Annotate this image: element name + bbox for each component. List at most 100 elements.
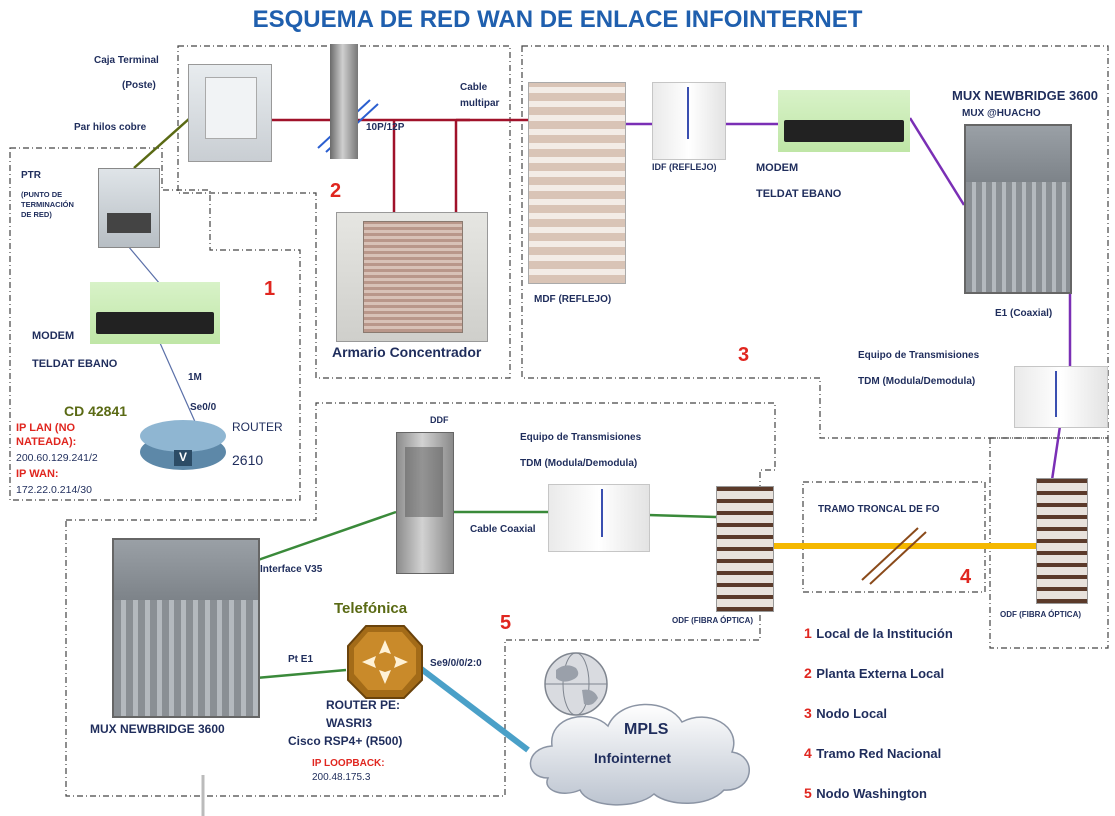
cloud-icon xyxy=(518,686,762,810)
cabinet-icon xyxy=(336,212,488,342)
legend-item: 4 Tramo Red Nacional xyxy=(804,744,941,763)
eq-trans-right-2: TDM (Modula/Demodula) xyxy=(858,376,976,387)
mux-top-icon xyxy=(964,124,1072,294)
zone-5-outline xyxy=(65,402,776,797)
ddf-label: DDF xyxy=(430,415,449,425)
pe-mpls-link xyxy=(418,665,530,753)
ptr-title: PTR xyxy=(21,170,41,181)
legend-number: 3 xyxy=(804,705,812,721)
mdf-rack-icon xyxy=(528,82,626,284)
ip-wan-label: IP WAN: xyxy=(16,468,59,480)
modem-left-label-2: TELDAT EBANO xyxy=(32,358,118,370)
zone-number-4: 4 xyxy=(960,566,972,588)
fiber-cut-mark-2 xyxy=(869,531,927,585)
infointernet-label: Infointernet xyxy=(594,750,671,766)
speed-label: 1M xyxy=(188,372,202,383)
zone-number-1: 1 xyxy=(264,278,276,300)
zone-3-outline xyxy=(521,45,1109,439)
modem-left-icon xyxy=(90,282,220,344)
legend-item: 3 Nodo Local xyxy=(804,704,887,723)
ptr-line-2: TERMINACIÓN xyxy=(21,200,74,209)
router-pe-icon xyxy=(346,624,424,700)
pt-e1-link xyxy=(255,668,347,680)
modem-left-label-1: MODEM xyxy=(32,330,75,342)
legend-text: Planta Externa Local xyxy=(816,666,945,681)
v35-link xyxy=(257,510,397,562)
eq-trans-mid-1: Equipo de Transmisiones xyxy=(520,432,642,443)
globe-icon xyxy=(542,650,610,718)
legend-item: 5 Nodo Washington xyxy=(804,784,927,803)
modem-mux-link xyxy=(908,117,966,206)
modem-top-label-2: TELDAT EBANO xyxy=(756,188,842,200)
idf-label: IDF (REFLEJO) xyxy=(652,162,717,172)
pole-icon xyxy=(330,44,358,159)
tdm-rack-mid-icon xyxy=(548,484,650,552)
modem-top-icon xyxy=(778,90,910,152)
diagram-title: ESQUEMA DE RED WAN DE ENLACE INFOINTERNE… xyxy=(252,6,863,33)
zone-number-3: 3 xyxy=(738,344,750,366)
modem-router-link xyxy=(159,342,197,425)
router-pe-label-2: WASRI3 xyxy=(326,716,373,730)
odf-mid-label: ODF (FIBRA ÓPTICA) xyxy=(672,616,754,625)
zone-4b-outline xyxy=(989,437,1109,649)
ip-lan-label-1: IP LAN (NO xyxy=(16,422,76,434)
router-pe-label-3: Cisco RSP4+ (R500) xyxy=(288,734,403,748)
interface-v35-label: Interface V35 xyxy=(260,564,323,575)
armario-label: Armario Concentrador xyxy=(332,344,482,360)
legend-number: 1 xyxy=(804,625,812,641)
odf-rack-right-icon xyxy=(1036,478,1088,604)
legend-item: 1 Local de la Institución xyxy=(804,624,953,643)
ptr-line-1: (PUNTO DE xyxy=(21,190,63,199)
eq-trans-mid-2: TDM (Modula/Demodula) xyxy=(520,458,638,469)
modem-top-label-1: MODEM xyxy=(756,162,799,174)
multipar-label: multipar xyxy=(460,98,500,109)
tdm-odf-link xyxy=(1050,425,1062,481)
zone-2-outline xyxy=(177,45,511,379)
router-icon: V xyxy=(140,420,226,472)
legend-text: Local de la Institución xyxy=(816,626,953,641)
ptr-box-icon xyxy=(98,168,160,248)
zone-number-2: 2 xyxy=(330,180,342,202)
zone-number-5: 5 xyxy=(500,612,512,634)
odf-rack-mid-icon xyxy=(716,486,774,612)
legend-text: Nodo Local xyxy=(816,706,888,721)
odf-right-label: ODF (FIBRA ÓPTICA) xyxy=(1000,610,1082,619)
fiber-cut-mark-1 xyxy=(861,527,919,581)
idf-rack-icon xyxy=(652,82,726,160)
legend-item: 2 Planta Externa Local xyxy=(804,664,944,683)
legend-number: 2 xyxy=(804,665,812,681)
router-model-label: 2610 xyxy=(232,452,264,468)
ptr-line-3: DE RED) xyxy=(21,210,52,219)
router-pe-label-1: ROUTER PE: xyxy=(326,698,401,712)
mux-bottom-icon xyxy=(112,538,260,718)
mdf-label: MDF (REFLEJO) xyxy=(534,294,612,305)
ip-lan-value: 200.60.129.241/2 xyxy=(16,452,98,464)
e1-coax-label: E1 (Coaxial) xyxy=(995,308,1053,319)
ip-wan-value: 172.22.0.214/30 xyxy=(16,484,92,496)
legend-number: 4 xyxy=(804,745,812,761)
ddf-rack-icon xyxy=(396,432,454,574)
ip-lan-label-2: NATEADA): xyxy=(16,436,77,448)
cable-coax-label: Cable Coaxial xyxy=(470,524,536,535)
par-hilos-label: Par hilos cobre xyxy=(74,122,147,133)
ip-loopback-value: 200.48.175.3 xyxy=(312,772,371,783)
se00-label: Se0/0 xyxy=(190,402,217,413)
tdm-odf-mid-link xyxy=(647,513,717,519)
router-label: ROUTER xyxy=(232,420,283,434)
mux-top-sub: MUX @HUACHO xyxy=(962,108,1041,119)
zone-1-outline xyxy=(9,147,301,501)
terminal-box-icon xyxy=(188,64,272,162)
eq-trans-right-1: Equipo de Transmisiones xyxy=(858,350,980,361)
se9-label: Se9/0/0/2:0 xyxy=(430,658,482,669)
tramo-troncal-label: TRAMO TRONCAL DE FO xyxy=(818,504,940,515)
pairs-label: 10P/12P xyxy=(366,122,405,133)
mux-top-title: MUX NEWBRIDGE 3600 xyxy=(952,88,1098,103)
zone-4-outline xyxy=(802,481,986,593)
mpls-label: MPLS xyxy=(624,721,669,738)
cable-label: Cable xyxy=(460,82,488,93)
ptr-modem-link xyxy=(127,245,161,285)
ip-loopback-label: IP LOOPBACK: xyxy=(312,758,385,769)
caja-terminal-label: Caja Terminal xyxy=(94,55,159,66)
legend-number: 5 xyxy=(804,785,812,801)
